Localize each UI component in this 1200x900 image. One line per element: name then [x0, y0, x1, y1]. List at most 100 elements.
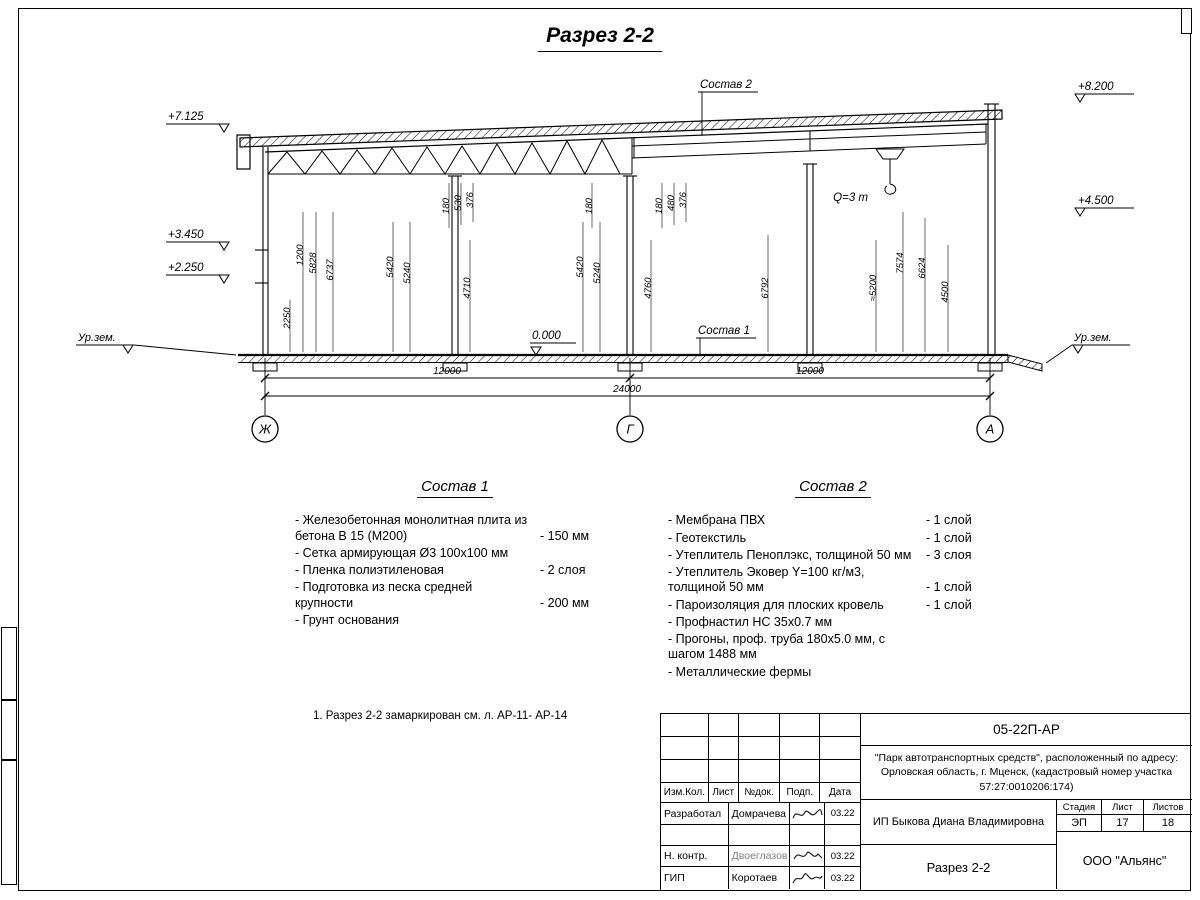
list-item: - Прогоны, проф. труба 180х5.0 мм, с шаг… — [668, 632, 886, 662]
title-block-main: 05-22П-АР "Парк автотранспортных средств… — [861, 714, 1192, 890]
svg-text:180: 180 — [654, 197, 665, 214]
svg-text:Состав 1: Состав 1 — [698, 325, 750, 337]
stage-value: ЭП — [1057, 815, 1102, 831]
title-block-middle: ИП Быкова Диана Владимировна Разрез 2-2 — [861, 800, 1057, 889]
svg-text:+3.450: +3.450 — [168, 229, 204, 241]
sheet-number: 17 — [1102, 815, 1144, 831]
crane-label: Q=3 т — [833, 192, 868, 204]
person-name: Коротаев — [729, 867, 791, 889]
list-item: - Сетка армирующая Ø3 100х100 мм — [295, 545, 509, 560]
company-name: ООО "Альянс" — [1082, 853, 1167, 868]
list-item: - Утеплитель Пеноплэкс, толщиной 50 мм -… — [668, 547, 972, 562]
list-item: - Подготовка из песка средней крупности … — [295, 580, 590, 610]
dim-lines-vertical — [289, 183, 949, 352]
person-name: Домрачева — [729, 803, 791, 824]
svg-text:180: 180 — [441, 197, 452, 214]
callout-sostav1: Состав 1 — [696, 325, 756, 354]
section-drawing: Q=3 т — [76, 79, 1134, 443]
svg-text:5240: 5240 — [402, 262, 413, 284]
svg-text:4760: 4760 — [643, 277, 654, 299]
list-item: - Пароизоляция для плоских кровель - 1 с… — [668, 597, 972, 612]
title-block-stage: Стадия Лист Листов ЭП 17 18 ООО "Альянс" — [1057, 800, 1192, 889]
signature-row: Разработал Домрачева 03.22 — [661, 803, 860, 825]
dim-labels-vertical: 2250 1200 5828 6737 5420 5240 180 530 37… — [282, 191, 951, 329]
roof-beam — [631, 124, 987, 159]
svg-text:4710: 4710 — [462, 277, 473, 299]
axis-label: А — [985, 422, 995, 437]
svg-text:+4.500: +4.500 — [1078, 195, 1114, 207]
roof-slab — [236, 109, 1003, 170]
person-name: Двоеглазов — [729, 846, 791, 866]
ground-level-labels: Ур.зем. Ур.зем. — [76, 332, 1130, 354]
signature-row — [661, 825, 860, 846]
title-block-revisions: Изм.Кол. Лист №док. Подп. Дата Разработа… — [661, 714, 861, 890]
edge-box-2 — [1, 700, 17, 760]
axis-label: Ж — [258, 422, 272, 437]
signature — [790, 803, 826, 824]
signature-row: ГИП Коротаев 03.22 — [661, 867, 860, 889]
svg-text:+8.200: +8.200 — [1078, 81, 1114, 93]
svg-text:7574: 7574 — [895, 252, 906, 273]
axis-bubbles: Ж Г А — [251, 415, 1004, 443]
list-item: - Металлические фермы — [668, 664, 812, 679]
crane-hoist — [875, 148, 905, 195]
signature — [790, 867, 826, 889]
svg-text:6792: 6792 — [760, 277, 771, 299]
role-label: ГИП — [661, 867, 729, 889]
elevation-marks-left: +7.125 +3.450 +2.250 — [166, 111, 230, 284]
composition-1-heading: Состав 1 — [295, 478, 615, 498]
page-title: Разрез 2-2 — [0, 24, 1200, 52]
signature-row: Н. контр. Двоеглазов 03.22 — [661, 846, 860, 867]
list-item: - Утеплитель Эковер Y=100 кг/м3, толщино… — [668, 565, 972, 595]
page-title-text: Разрез 2-2 — [538, 24, 662, 52]
floor-slab — [133, 344, 1073, 372]
elevation-marks-right: +8.200 +4.500 — [1074, 81, 1134, 217]
list-item: - Мембрана ПВХ - 1 слой — [668, 513, 972, 528]
svg-text:Ур.зем.: Ур.зем. — [1073, 332, 1112, 344]
svg-text:480: 480 — [666, 194, 677, 211]
list-item: - Пленка полиэтиленовая - 2 слоя — [295, 563, 586, 578]
list-item: - Геотекстиль - 1 слой — [668, 530, 972, 545]
svg-text:5828: 5828 — [308, 252, 319, 274]
signature — [790, 846, 826, 866]
date: 03.22 — [830, 872, 855, 884]
list-item: - Грунт основания — [295, 612, 400, 627]
sheets-total: 18 — [1161, 817, 1175, 829]
sheet-frame — [18, 8, 1191, 891]
list-item: - Профнастил НС 35х0.7 мм — [668, 614, 833, 629]
svg-text:12000: 12000 — [796, 366, 824, 377]
svg-text:5420: 5420 — [385, 256, 396, 278]
dim-lines-horizontal — [260, 358, 995, 415]
sheet-label: Лист — [1102, 800, 1144, 814]
date: 03.22 — [830, 850, 855, 862]
project-description: "Парк автотранспортных средств", располо… — [861, 746, 1192, 800]
composition-2: Состав 2 - Мембрана ПВХ - 1 слой - Геоте… — [668, 478, 998, 682]
svg-text:2250: 2250 — [282, 307, 293, 330]
svg-text:6624: 6624 — [917, 257, 928, 278]
svg-text:5420: 5420 — [575, 256, 586, 278]
svg-text:Ур.зем.: Ур.зем. — [77, 332, 116, 344]
svg-text:6737: 6737 — [325, 259, 336, 281]
svg-text:+2.250: +2.250 — [168, 262, 204, 274]
walls-columns — [255, 103, 999, 355]
drawing-note: 1. Разрез 2-2 замаркирован см. л. АР-11-… — [313, 710, 568, 722]
svg-text:1200: 1200 — [295, 244, 306, 266]
title-block: Изм.Кол. Лист №док. Подп. Дата Разработа… — [660, 713, 1192, 891]
revision-header-row: Изм.Кол. Лист №док. Подп. Дата — [661, 783, 860, 803]
svg-text:180: 180 — [584, 197, 595, 214]
svg-text:4500: 4500 — [940, 281, 951, 303]
role-label: Н. контр. — [661, 846, 729, 866]
corner-box — [1181, 8, 1192, 34]
document-number: 05-22П-АР — [861, 714, 1192, 746]
role-label: Разработал — [661, 803, 729, 824]
list-item: - Железобетонная монолитная плита из бет… — [295, 513, 590, 543]
composition-1: Состав 1 - Железобетонная монолитная пли… — [295, 478, 615, 630]
svg-text:530: 530 — [453, 194, 464, 211]
svg-text:12000: 12000 — [433, 366, 461, 377]
composition-2-heading: Состав 2 — [668, 478, 998, 498]
revision-row — [661, 737, 860, 760]
svg-text:376: 376 — [678, 191, 689, 208]
svg-text:≈5200: ≈5200 — [868, 274, 879, 301]
sheets-label: Листов — [1152, 801, 1184, 813]
